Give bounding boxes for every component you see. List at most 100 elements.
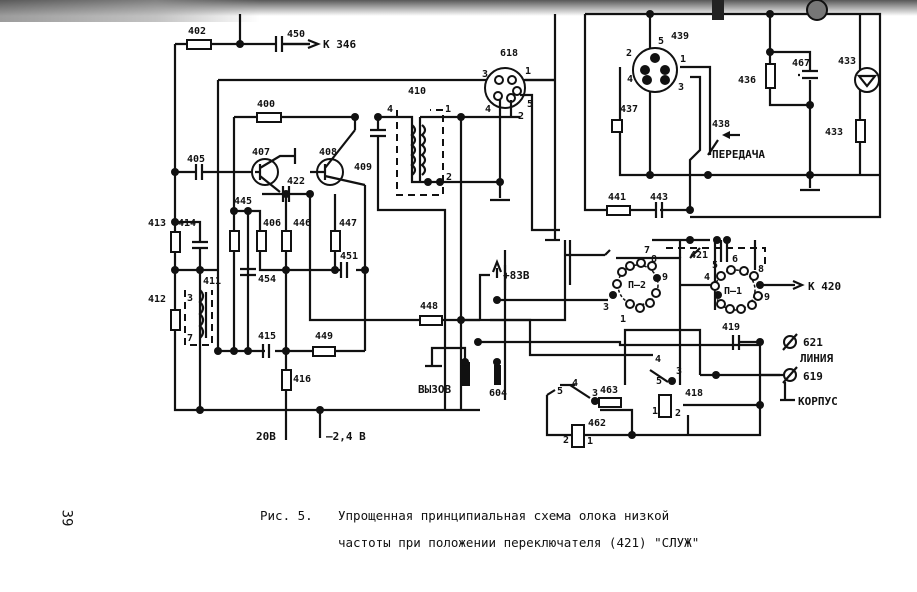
label-p2: П–2 <box>628 280 646 291</box>
svg-text:3: 3 <box>482 69 488 80</box>
junction-dots-left <box>171 40 382 414</box>
label-plus83v: +83В <box>503 269 530 282</box>
label-411: 411 <box>203 276 221 287</box>
label-422: 422 <box>287 176 305 187</box>
label-r-433: 433 <box>825 127 843 138</box>
label-451: 451 <box>340 251 358 262</box>
svg-text:2: 2 <box>626 48 632 59</box>
svg-text:4: 4 <box>704 272 710 283</box>
label-korpus: КОРПУС <box>798 395 838 408</box>
svg-text:7: 7 <box>187 333 193 344</box>
svg-text:5: 5 <box>658 36 664 47</box>
coil-411 <box>184 289 213 346</box>
svg-text:4: 4 <box>572 378 578 389</box>
label-peredacha: ПЕРЕДАЧА <box>712 148 765 161</box>
svg-text:3: 3 <box>592 388 598 399</box>
svg-text:1: 1 <box>525 66 531 77</box>
svg-text:9: 9 <box>764 292 770 303</box>
svg-text:1: 1 <box>680 54 686 65</box>
svg-text:3: 3 <box>676 366 682 377</box>
label-412: 412 <box>148 294 166 305</box>
pin-numbers: 3 1 4 5 2 4 1 2 5 2 1 4 3 3 7 7 8 9 3 1 … <box>187 36 770 447</box>
svg-text:5: 5 <box>527 99 533 110</box>
caption-line-2: частоты при положении переключателя (421… <box>338 535 700 550</box>
label-416: 416 <box>293 374 311 385</box>
figure-caption: Рис. 5. Упрощенная принципиальная схема о… <box>260 502 699 556</box>
component-labels: 402 450 К 346 618 400 410 405 407 408 40… <box>148 26 856 443</box>
label-604: 604 <box>489 388 507 399</box>
svg-text:4: 4 <box>387 104 393 115</box>
label-441: 441 <box>608 192 626 203</box>
svg-text:1: 1 <box>652 406 658 417</box>
wires-switch <box>457 236 805 448</box>
arrow-peredacha <box>722 131 740 139</box>
svg-text:1: 1 <box>587 436 593 447</box>
svg-text:9: 9 <box>662 272 668 283</box>
svg-text:5: 5 <box>557 386 563 397</box>
label-413: 413 <box>148 218 166 229</box>
label-621: 621 <box>803 336 823 349</box>
label-vyzov: ВЫЗОВ <box>418 383 451 396</box>
svg-text:1: 1 <box>620 314 626 325</box>
label-443: 443 <box>650 192 668 203</box>
svg-text:3: 3 <box>678 82 684 93</box>
label-407: 407 <box>252 147 270 158</box>
label-421: 421 <box>690 250 708 261</box>
label-liniya: ЛИНИЯ <box>800 352 833 365</box>
lamp-433 <box>854 67 880 93</box>
label-449: 449 <box>315 331 333 342</box>
svg-text:2: 2 <box>563 435 569 446</box>
label-p1: П–1 <box>724 286 742 297</box>
svg-text:5: 5 <box>656 376 662 387</box>
caption-number: Рис. 5. <box>260 508 313 523</box>
svg-text:2: 2 <box>518 111 524 122</box>
scan-artifact <box>0 0 260 22</box>
svg-text:2: 2 <box>446 172 452 183</box>
label-445: 445 <box>234 196 252 207</box>
svg-text:4: 4 <box>627 74 633 85</box>
transformer-410 <box>376 109 520 410</box>
label-406: 406 <box>263 218 281 229</box>
label-462: 462 <box>588 418 606 429</box>
label-414: 414 <box>178 218 196 229</box>
label-410: 410 <box>408 86 426 97</box>
vyzov-switch <box>425 259 503 386</box>
label-439: 439 <box>671 31 689 42</box>
label-436: 436 <box>738 75 756 86</box>
svg-text:6: 6 <box>732 254 738 265</box>
terminals <box>760 333 798 402</box>
caption-line-1: Упрощенная принципиальная схема олока ни… <box>338 508 670 523</box>
label-446: 446 <box>293 218 311 229</box>
label-408: 408 <box>319 147 337 158</box>
label-20v: 20В <box>256 430 276 443</box>
label-402: 402 <box>188 26 206 37</box>
svg-text:2: 2 <box>675 408 681 419</box>
label-467: 467 <box>792 58 810 69</box>
label-454: 454 <box>258 274 276 285</box>
svg-text:8: 8 <box>758 264 764 275</box>
wires-right-top <box>583 0 882 219</box>
svg-text:3: 3 <box>187 293 193 304</box>
svg-text:4: 4 <box>655 354 661 365</box>
svg-text:8: 8 <box>651 254 657 265</box>
label-405: 405 <box>187 154 205 165</box>
label-450: 450 <box>287 29 305 40</box>
transistor-408 <box>310 129 366 187</box>
label-438: 438 <box>712 119 730 130</box>
label-409: 409 <box>354 162 372 173</box>
resistors-left <box>170 39 443 391</box>
connector-439 <box>632 47 678 93</box>
switch-p2 <box>609 258 661 313</box>
label-418: 418 <box>685 388 703 399</box>
switch-p1 <box>710 265 764 314</box>
capacitors-left <box>192 36 386 358</box>
phone-437 <box>611 119 623 133</box>
label-400: 400 <box>257 99 275 110</box>
svg-text:3: 3 <box>603 302 609 313</box>
label-k346: К 346 <box>323 38 356 51</box>
label-447: 447 <box>339 218 357 229</box>
label-618: 618 <box>500 48 518 59</box>
label-415: 415 <box>258 331 276 342</box>
svg-text:7: 7 <box>644 245 650 256</box>
